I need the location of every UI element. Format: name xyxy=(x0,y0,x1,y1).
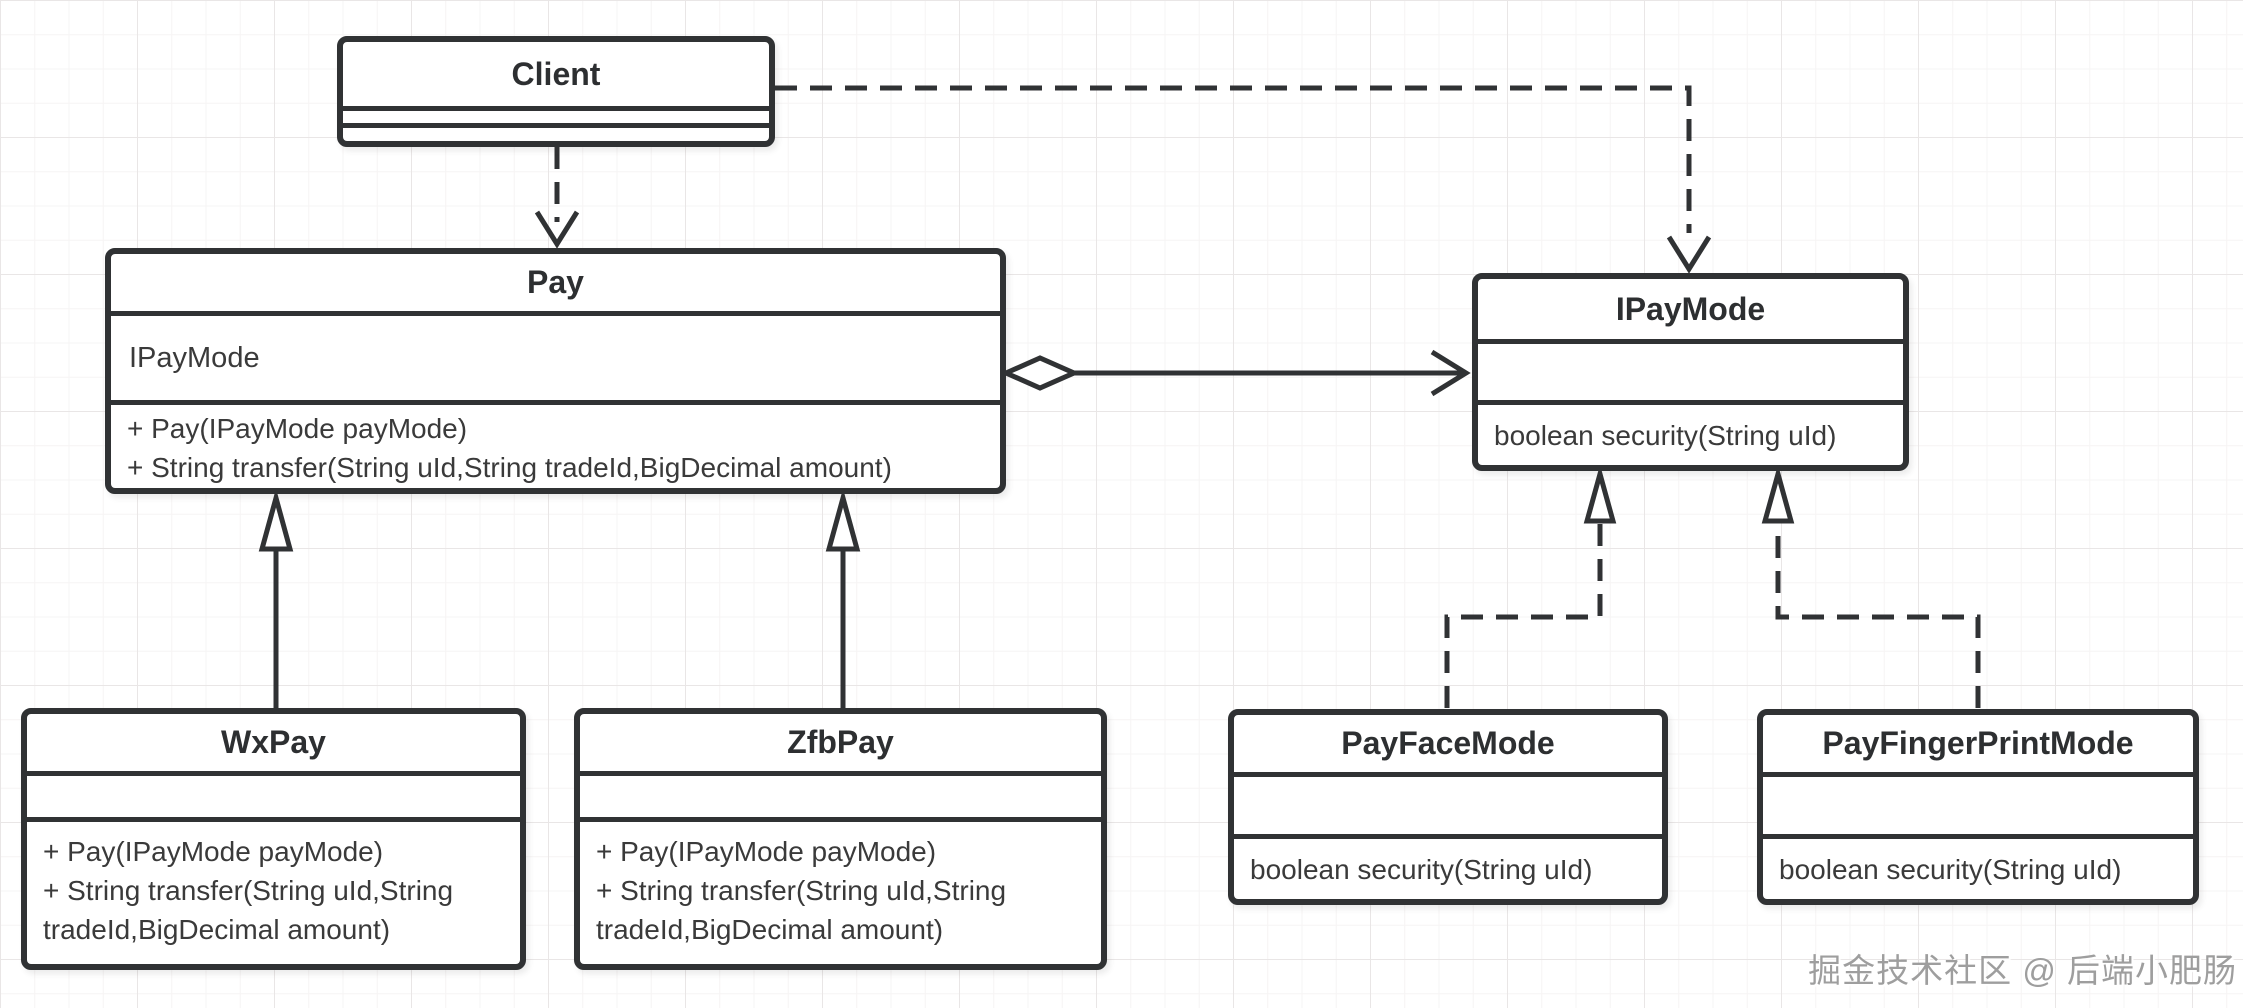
dependency-arrowhead-client-to-ipaymode xyxy=(1666,235,1712,274)
class-attributes-ipaymode xyxy=(1478,339,1903,400)
realization-arrowhead-payfingerprintmode xyxy=(1761,464,1795,524)
generalization-arrowhead-zfbpay xyxy=(825,488,861,552)
aggregation-diamond-pay xyxy=(999,355,1081,391)
class-title-client: Client xyxy=(511,55,601,92)
class-title-payfingerprintmode: PayFingerPrintMode xyxy=(1822,725,2134,761)
class-box-pay: Pay IPayMode + Pay(IPayMode payMode) + S… xyxy=(105,248,1006,494)
dependency-line-client-to-ipaymode xyxy=(775,85,1692,233)
class-methods-wxpay: + Pay(IPayMode payMode) + String transfe… xyxy=(27,817,520,964)
method-pay-constructor: + Pay(IPayMode payMode) xyxy=(127,413,468,444)
class-title-wxpay: WxPay xyxy=(221,724,326,760)
class-title-ipaymode: IPayMode xyxy=(1615,290,1766,327)
class-methods-payfacemode: boolean security(String uId) xyxy=(1234,834,1662,899)
class-methods-payfingerprintmode: boolean security(String uId) xyxy=(1763,834,2193,899)
class-methods-client xyxy=(343,123,769,141)
realization-arrowhead-payfacemode xyxy=(1583,464,1617,524)
class-box-ipaymode: IPayMode boolean security(String uId) xyxy=(1472,273,1909,471)
class-methods-pay: + Pay(IPayMode payMode) + String transfe… xyxy=(111,400,1000,488)
class-box-client: Client xyxy=(337,36,775,147)
method-zfbpay-transfer: + String transfer(String uId,String trad… xyxy=(596,875,1007,945)
class-box-payfacemode: PayFaceMode boolean security(String uId) xyxy=(1228,709,1668,905)
method-pay-transfer: + String transfer(String uId,String trad… xyxy=(127,452,892,483)
class-box-payfingerprintmode: PayFingerPrintMode boolean security(Stri… xyxy=(1757,709,2199,905)
class-title-zfbpay: ZfbPay xyxy=(787,724,894,760)
class-title-pay: Pay xyxy=(527,264,584,300)
method-ipaymode-security: boolean security(String uId) xyxy=(1494,419,1837,451)
realization-line-payfacemode-to-ipaymode xyxy=(1444,521,1603,708)
class-methods-zfbpay: + Pay(IPayMode payMode) + String transfe… xyxy=(580,817,1101,964)
class-title-payfacemode: PayFaceMode xyxy=(1341,725,1555,761)
class-attributes-wxpay xyxy=(27,771,520,817)
class-box-zfbpay: ZfbPay + Pay(IPayMode payMode) + String … xyxy=(574,708,1107,970)
class-attributes-pay: IPayMode xyxy=(111,311,1000,400)
method-payfingerprintmode-security: boolean security(String uId) xyxy=(1779,853,2122,885)
watermark-text: 掘金技术社区 @ 后端小肥肠 xyxy=(1808,952,2237,989)
method-wxpay-constructor: + Pay(IPayMode payMode) xyxy=(43,836,384,867)
class-box-wxpay: WxPay + Pay(IPayMode payMode) + String t… xyxy=(21,708,526,970)
attribute-ipaymode: IPayMode xyxy=(129,341,260,374)
class-attributes-zfbpay xyxy=(580,771,1101,817)
class-attributes-payfacemode xyxy=(1234,772,1662,834)
class-methods-ipaymode: boolean security(String uId) xyxy=(1478,400,1903,465)
class-attributes-payfingerprintmode xyxy=(1763,772,2193,834)
class-attributes-client xyxy=(343,106,769,123)
method-zfbpay-constructor: + Pay(IPayMode payMode) xyxy=(596,836,937,867)
realization-line-payfingerprintmode-to-ipaymode xyxy=(1775,521,1981,708)
method-wxpay-transfer: + String transfer(String uId,String trad… xyxy=(43,875,454,945)
dependency-arrowhead-client-to-pay xyxy=(534,210,580,249)
generalization-arrowhead-wxpay xyxy=(258,488,294,552)
association-arrowhead-pay-to-ipaymode xyxy=(1430,349,1471,397)
method-payfacemode-security: boolean security(String uId) xyxy=(1250,853,1593,885)
